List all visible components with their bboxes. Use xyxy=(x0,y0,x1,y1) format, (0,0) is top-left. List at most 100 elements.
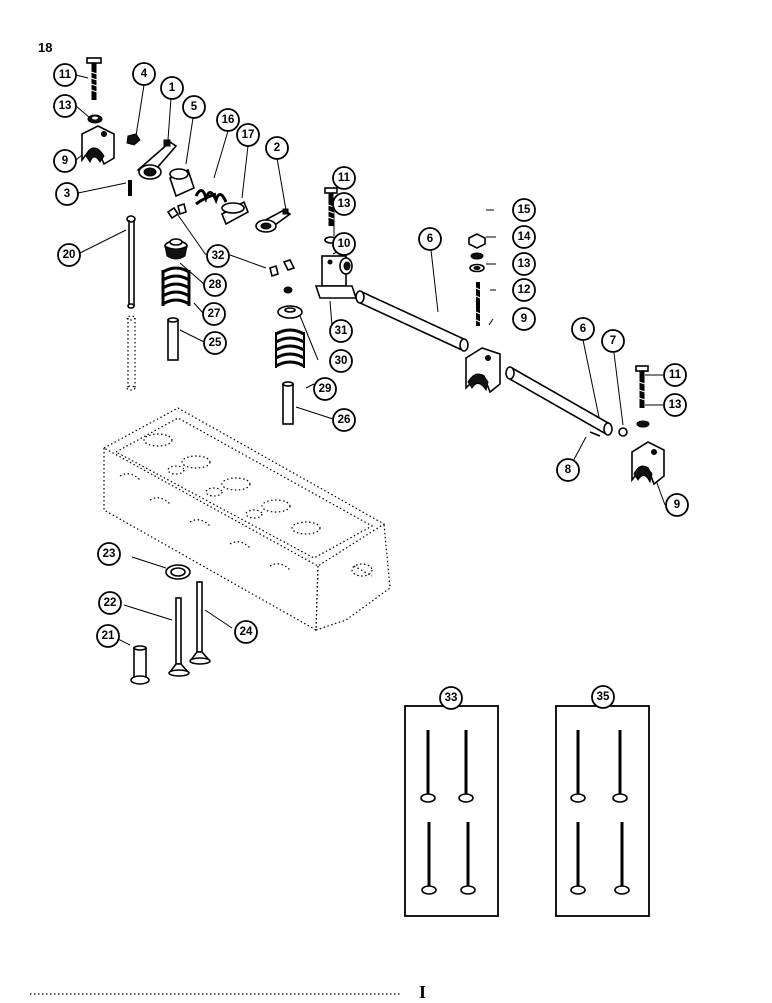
callout-9: 9 xyxy=(512,307,536,331)
callout-12: 12 xyxy=(512,278,536,302)
plug-7 xyxy=(618,427,628,437)
callout-5: 5 xyxy=(182,95,206,119)
svg-text:7: 7 xyxy=(610,335,616,347)
svg-text:14: 14 xyxy=(518,231,531,243)
pin-8 xyxy=(589,431,601,437)
svg-text:33: 33 xyxy=(445,692,458,704)
svg-text:11: 11 xyxy=(338,172,351,184)
svg-text:13: 13 xyxy=(669,399,682,411)
svg-text:1: 1 xyxy=(169,82,176,94)
callout-9: 9 xyxy=(665,493,689,517)
callout-27: 27 xyxy=(202,302,226,326)
nut-4 xyxy=(126,133,141,146)
spacer-5 xyxy=(169,168,195,198)
callout-7: 7 xyxy=(601,329,625,353)
shaft-support-10 xyxy=(314,255,358,299)
svg-text:31: 31 xyxy=(335,325,348,337)
svg-text:17: 17 xyxy=(242,129,255,141)
svg-text:13: 13 xyxy=(338,198,351,210)
svg-text:25: 25 xyxy=(209,337,222,349)
svg-text:3: 3 xyxy=(64,188,70,200)
callout-14: 14 xyxy=(512,225,536,249)
callout-1: 1 xyxy=(160,76,184,100)
callout-13: 13 xyxy=(332,192,356,216)
svg-text:26: 26 xyxy=(338,414,351,426)
valve-seal-23 xyxy=(165,564,191,580)
svg-text:9: 9 xyxy=(674,499,680,511)
exhaust-valve-24 xyxy=(189,581,211,665)
valve-guide-25 xyxy=(167,317,179,361)
callout-9: 9 xyxy=(53,149,77,173)
callout-35: 35 xyxy=(591,685,615,709)
lock-washer-14 xyxy=(470,252,484,260)
callout-10: 10 xyxy=(332,232,356,256)
callout-30: 30 xyxy=(329,349,353,373)
figure-number: 18 xyxy=(38,40,53,55)
callout-13: 13 xyxy=(663,393,687,417)
stud-12 xyxy=(475,282,481,326)
bolt-11-right xyxy=(635,365,649,408)
bracket-9-center xyxy=(465,347,501,394)
callout-16: 16 xyxy=(216,108,240,132)
callout-21: 21 xyxy=(96,624,120,648)
svg-text:9: 9 xyxy=(62,155,68,167)
svg-text:30: 30 xyxy=(335,355,348,367)
bracket-9-right xyxy=(631,441,665,486)
callout-4: 4 xyxy=(132,62,156,86)
callout-3: 3 xyxy=(55,182,79,206)
washer-13-right-end xyxy=(636,420,650,428)
intake-valve-22 xyxy=(168,597,190,677)
spacer-17 xyxy=(220,200,250,226)
valve-keepers-32 xyxy=(166,202,296,278)
callout-28: 28 xyxy=(203,273,227,297)
callout-11: 11 xyxy=(53,63,77,87)
callout-23: 23 xyxy=(97,542,121,566)
callout-6: 6 xyxy=(571,317,595,341)
svg-text:5: 5 xyxy=(191,101,198,113)
svg-text:9: 9 xyxy=(521,313,527,325)
callout-22: 22 xyxy=(98,591,122,615)
callout-31: 31 xyxy=(329,319,353,343)
svg-text:29: 29 xyxy=(319,383,332,395)
callout-20: 20 xyxy=(57,243,81,267)
callout-11: 11 xyxy=(332,166,356,190)
svg-text:8: 8 xyxy=(565,464,572,476)
svg-text:2: 2 xyxy=(274,142,280,154)
rocker-arm-1 xyxy=(136,139,178,180)
spring-16 xyxy=(194,189,228,206)
svg-text:6: 6 xyxy=(580,323,586,335)
push-rod-20 xyxy=(126,215,136,391)
svg-text:24: 24 xyxy=(240,626,253,638)
svg-text:35: 35 xyxy=(597,691,610,703)
valve-kit-35-box xyxy=(555,705,650,917)
svg-text:20: 20 xyxy=(63,249,76,261)
valve-spring-29 xyxy=(275,328,305,368)
callout-25: 25 xyxy=(203,331,227,355)
bolt-11-top-left xyxy=(86,57,102,100)
page-edge-mark: I xyxy=(419,982,427,1002)
rocker-shaft-6-upper xyxy=(355,290,469,352)
valve-guide-26 xyxy=(282,381,294,425)
svg-text:23: 23 xyxy=(103,548,116,560)
callout-33: 33 xyxy=(439,686,463,710)
svg-text:10: 10 xyxy=(338,238,351,250)
washer-13-top-left xyxy=(87,114,103,124)
nut-15 xyxy=(468,233,486,249)
svg-text:11: 11 xyxy=(59,69,72,81)
callout-2: 2 xyxy=(265,136,289,160)
valve-kit-33-box xyxy=(404,705,499,917)
rocker-arm-2 xyxy=(255,208,292,233)
bolt-11-center xyxy=(324,187,338,226)
callout-26: 26 xyxy=(332,408,356,432)
callout-24: 24 xyxy=(234,620,258,644)
svg-text:16: 16 xyxy=(222,114,235,126)
svg-text:27: 27 xyxy=(208,308,221,320)
spring-retainer-28 xyxy=(164,238,188,260)
callout-6: 6 xyxy=(418,227,442,251)
valve-seat-insert-21 xyxy=(130,645,150,685)
svg-text:11: 11 xyxy=(669,369,682,381)
svg-text:13: 13 xyxy=(59,100,72,112)
svg-text:12: 12 xyxy=(518,284,531,296)
callout-29: 29 xyxy=(313,377,337,401)
